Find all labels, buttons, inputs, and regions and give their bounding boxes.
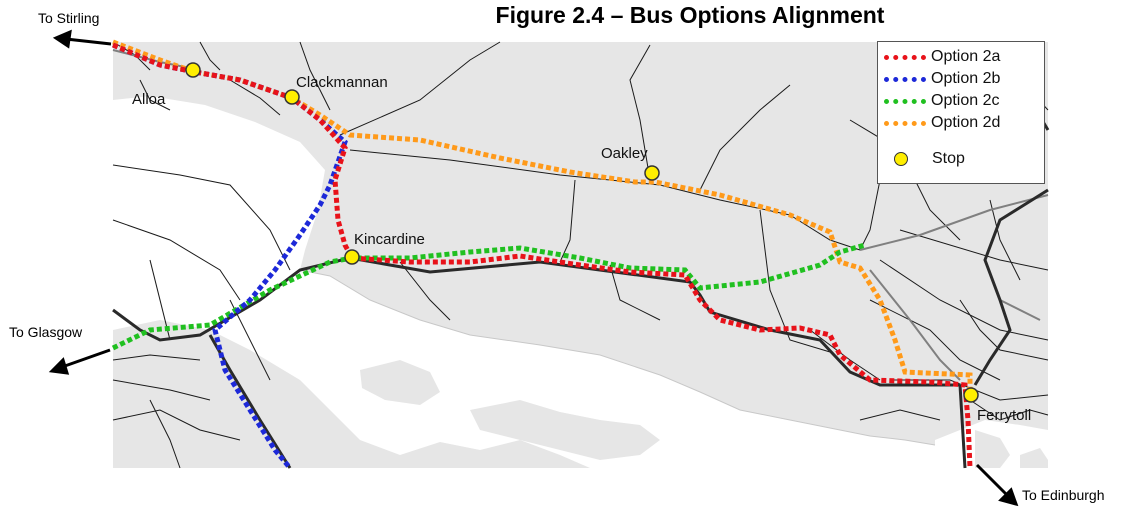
stop-marker-icon <box>894 152 908 166</box>
stop-ferrytoll <box>963 387 979 403</box>
place-labels: Alloa Clackmannan Oakley Kincardine Ferr… <box>132 74 1031 424</box>
label-clackmannan: Clackmannan <box>296 74 388 91</box>
stops <box>185 62 979 403</box>
label-kincardine: Kincardine <box>354 231 425 248</box>
label-alloa: Alloa <box>132 91 166 108</box>
route-option-2b <box>112 42 348 470</box>
legend-item-stop: Stop <box>884 148 965 170</box>
legend-swatch-2a <box>884 54 926 60</box>
label-ferrytoll: Ferrytoll <box>977 407 1031 424</box>
legend-item-option-2c: Option 2c <box>884 90 999 112</box>
direction-arrows <box>48 29 1019 507</box>
to-edinburgh-label: To Edinburgh <box>1022 487 1105 503</box>
legend-label: Option 2a <box>931 48 1001 65</box>
route-option-2a <box>112 42 973 469</box>
map-title: Figure 2.4 – Bus Options Alignment <box>495 2 885 28</box>
forth-estuary <box>113 96 935 468</box>
legend: Option 2a Option 2b Option 2c Option 2d … <box>877 41 1045 184</box>
legend-swatch-2c <box>884 98 926 104</box>
legend-label: Stop <box>932 150 965 167</box>
legend-item-option-2b: Option 2b <box>884 68 1000 90</box>
stop-alloa <box>185 62 201 78</box>
to-stirling-label: To Stirling <box>38 10 100 26</box>
arrow-to-glasgow <box>61 348 111 369</box>
legend-label: Option 2d <box>931 114 1001 131</box>
legend-item-option-2a: Option 2a <box>884 46 1000 68</box>
route-option-2d <box>112 39 973 392</box>
arrow-to-edinburgh <box>975 463 1011 499</box>
legend-label: Option 2b <box>931 70 1001 87</box>
to-glasgow-label: To Glasgow <box>9 324 83 340</box>
label-oakley: Oakley <box>601 145 648 162</box>
stop-clackmannan <box>284 89 300 105</box>
legend-swatch-2b <box>884 76 926 82</box>
arrow-to-stirling <box>65 37 112 46</box>
legend-label: Option 2c <box>931 92 1000 109</box>
stop-oakley <box>644 165 660 181</box>
stop-kincardine <box>344 249 360 265</box>
legend-item-option-2d: Option 2d <box>884 112 1000 134</box>
legend-swatch-2d <box>884 120 926 126</box>
